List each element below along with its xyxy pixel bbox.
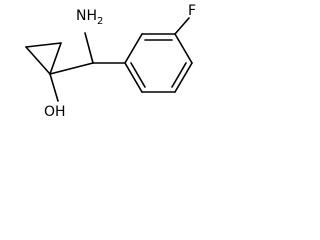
bond-ar-double-3 xyxy=(130,62,146,88)
fluorine-label: F xyxy=(188,3,196,19)
bond-ar-1 xyxy=(124,33,143,64)
bond-ring-right xyxy=(49,42,62,75)
amine-label-main: NH xyxy=(76,8,97,24)
hydroxyl-label: OH xyxy=(44,104,66,120)
amine-label: NH2 xyxy=(76,8,103,27)
bond-ring-top xyxy=(25,42,62,48)
bond-ring-to-ch xyxy=(49,62,94,75)
bond-ar-double-2 xyxy=(171,62,187,88)
benzene-ring xyxy=(124,33,193,93)
bond-ring-left xyxy=(25,46,51,75)
bond-to-fluorine xyxy=(174,17,190,35)
chemical-structure-diagram: NH2 OH F xyxy=(25,3,196,120)
bond-ar-4 xyxy=(174,62,193,93)
bond-ar-6 xyxy=(124,62,143,93)
bond-ar-3 xyxy=(174,33,193,64)
bond-ch-to-amine xyxy=(84,32,94,64)
cyclopropane-ring xyxy=(25,42,62,75)
bond-to-hydroxyl xyxy=(49,73,59,102)
amine-label-subscript: 2 xyxy=(97,16,103,27)
